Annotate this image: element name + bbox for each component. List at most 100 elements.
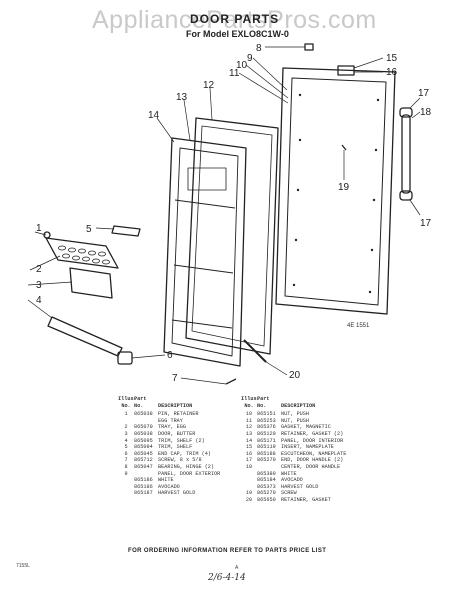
callout-2: 2: [36, 264, 42, 275]
part-description: AVOCADO: [281, 477, 303, 484]
callout-1: 1: [36, 223, 42, 234]
part-number: 865047: [134, 463, 153, 470]
part-description: PANEL, DOOR EXTERIOR: [158, 470, 221, 477]
parts-list-header: Illus. No. Part No. DESCRIPTION: [118, 396, 278, 409]
handwritten-note: 2/6-4-14: [208, 573, 246, 583]
part-number: 865188: [257, 450, 276, 457]
part-number: 865186: [134, 483, 153, 490]
part-illus-no: 15: [245, 444, 253, 451]
door-exploded-diagram: 1 2 3 4 5 6 7 8 9 10 11 12 13 14 15 16 1…: [27, 43, 432, 385]
callout-8: 8: [256, 43, 262, 54]
callout-11: 11: [229, 68, 240, 79]
part-description: RETAINER, GASKET (2): [281, 430, 344, 437]
part-number: 865120: [257, 430, 276, 437]
part-description: NUT, PUSH: [281, 411, 310, 418]
butter-door: [69, 267, 113, 299]
callout-14: 14: [148, 110, 160, 121]
part-description: END, DOOR HANDLE (2): [281, 457, 344, 464]
shelf-trim-upper: [111, 225, 141, 237]
part-description: PANEL, DOOR INTERIOR: [281, 437, 344, 444]
part-illus-no: 17: [245, 457, 253, 464]
part-description: TRAY, EGG: [158, 424, 187, 431]
parts-row: 14 865171 PANEL, DOOR INTERIOR: [241, 438, 401, 445]
part-illus-no: 6: [124, 450, 128, 457]
diagram-reference-code: 4E 1551: [347, 323, 370, 329]
header-part-no: Part No.: [134, 396, 147, 409]
part-number: [134, 418, 158, 425]
part-number: 865270: [257, 490, 276, 497]
part-number: 865380: [257, 470, 276, 477]
part-number: 865650: [257, 496, 276, 503]
magnetic-gasket: [185, 117, 279, 355]
part-illus-no: 10: [245, 411, 253, 418]
parts-row: EGG TRAY: [118, 418, 278, 425]
part-number: 865171: [257, 437, 276, 444]
part-illus-no: 16: [245, 450, 253, 457]
header-illus-no: Illus. No.: [118, 396, 137, 409]
callout-3: 3: [36, 280, 42, 291]
header-description: DESCRIPTION: [158, 402, 193, 409]
model-subtitle: For Model EXLO8C1W-0: [186, 29, 289, 39]
part-number: 865119: [257, 444, 276, 451]
part-description: CENTER, DOOR HANDLE: [281, 463, 341, 470]
callout-6: 6: [167, 350, 173, 361]
part-illus-no: 14: [245, 437, 253, 444]
parts-row: 865373 HARVEST GOLD: [241, 484, 401, 491]
part-description: HARVEST GOLD: [281, 483, 319, 490]
part-description: NUT, PUSH: [281, 417, 310, 424]
part-description: PIN, RETAINER: [158, 411, 199, 418]
part-description: ESCUTCHEON, NAMEPLATE: [281, 450, 347, 457]
parts-row: 18 CENTER, DOOR HANDLE: [241, 464, 401, 471]
page-code: 7155L: [16, 563, 30, 569]
egg-tray: [45, 237, 119, 269]
callout-labels: 1 2 3 4 5 6 7 8 9 10 11 12 13 14 15 16 1…: [36, 43, 432, 384]
part-illus-no: [241, 484, 257, 491]
diagram-title: DOOR PARTS: [190, 12, 280, 26]
part-description: INSERT, NAMEPLATE: [281, 444, 334, 451]
callout-12: 12: [203, 80, 215, 91]
part-illus-no: 9: [124, 470, 128, 477]
part-number: 865045: [134, 450, 153, 457]
part-description: HARVEST GOLD: [158, 490, 196, 497]
part-illus-no: 1: [124, 411, 128, 418]
header-part-no: Part No.: [257, 396, 270, 409]
part-number: 865373: [257, 483, 276, 490]
part-illus-no: 8: [124, 463, 128, 470]
part-description: AVOCADO: [158, 483, 180, 490]
watermark-text: AppliancePartsPros.com: [92, 6, 377, 34]
parts-list-header: Illus. No. Part No. DESCRIPTION: [241, 396, 401, 409]
part-illus-no: 19: [245, 490, 253, 497]
part-description: GASKET, MAGNETIC: [281, 424, 331, 431]
callout-20: 20: [289, 370, 301, 381]
part-illus-no: [241, 471, 257, 478]
part-illus-no: 3: [124, 430, 128, 437]
part-description: TRIM, SHELF: [158, 444, 193, 451]
part-illus-no: 18: [245, 463, 253, 470]
part-illus-no: 11: [245, 417, 253, 424]
callout-17-top: 17: [418, 88, 430, 99]
part-illus-no: [118, 477, 134, 484]
door-interior-panel: [163, 137, 247, 367]
callout-5: 5: [86, 224, 92, 235]
part-description: TRIM, SHELF (2): [158, 437, 205, 444]
callout-10: 10: [236, 60, 248, 71]
part-description: RETAINER, GASKET: [281, 496, 331, 503]
part-illus-no: 12: [245, 424, 253, 431]
part-description: SCREW, 8 x 5/8: [158, 457, 202, 464]
part-illus-no: [118, 490, 134, 497]
